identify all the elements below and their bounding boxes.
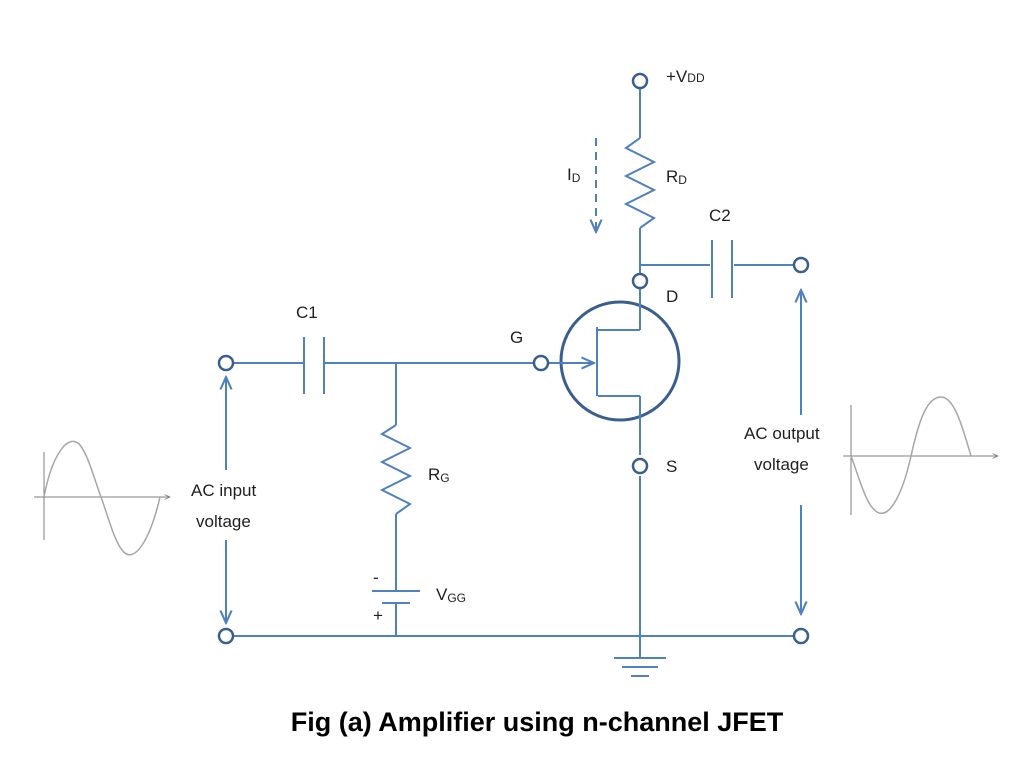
input-sine-wave <box>34 440 170 556</box>
terminal-vdd <box>631 72 649 90</box>
label-ac-input-line1: AC input <box>191 481 256 500</box>
label-ac-input-line2: voltage <box>196 512 251 531</box>
figure-caption: Fig (a) Amplifier using n-channel JFET <box>291 707 784 737</box>
label-rd: RD <box>666 167 687 187</box>
label-vdd: +VDD <box>666 67 705 86</box>
label-source: S <box>666 457 677 476</box>
label-rg: RG <box>428 465 450 485</box>
terminal-gate <box>532 354 550 372</box>
label-vgg-minus: - <box>373 568 379 587</box>
terminal-input-bottom <box>217 627 235 645</box>
label-drain: D <box>666 287 678 306</box>
label-ac-output-line2: voltage <box>754 455 809 474</box>
label-c2: C2 <box>709 206 731 225</box>
terminal-input-top <box>217 354 235 372</box>
label-ac-output-line1: AC output <box>744 424 820 443</box>
label-vgg-plus: + <box>373 606 383 625</box>
terminal-drain <box>631 272 649 290</box>
terminal-output-top <box>792 256 810 274</box>
label-gate: G <box>510 328 523 347</box>
label-vgg: VGG <box>436 585 466 605</box>
terminal-output-bottom <box>792 627 810 645</box>
input-wave-curve <box>43 440 161 556</box>
jfet-envelope <box>559 300 681 422</box>
label-c1: C1 <box>296 303 318 322</box>
resistor-rg <box>379 424 413 515</box>
terminal-source <box>631 457 649 475</box>
output-sine-wave <box>843 396 998 515</box>
resistor-rd <box>623 137 657 229</box>
output-wave-curve <box>850 396 972 515</box>
label-id: ID <box>567 165 581 185</box>
